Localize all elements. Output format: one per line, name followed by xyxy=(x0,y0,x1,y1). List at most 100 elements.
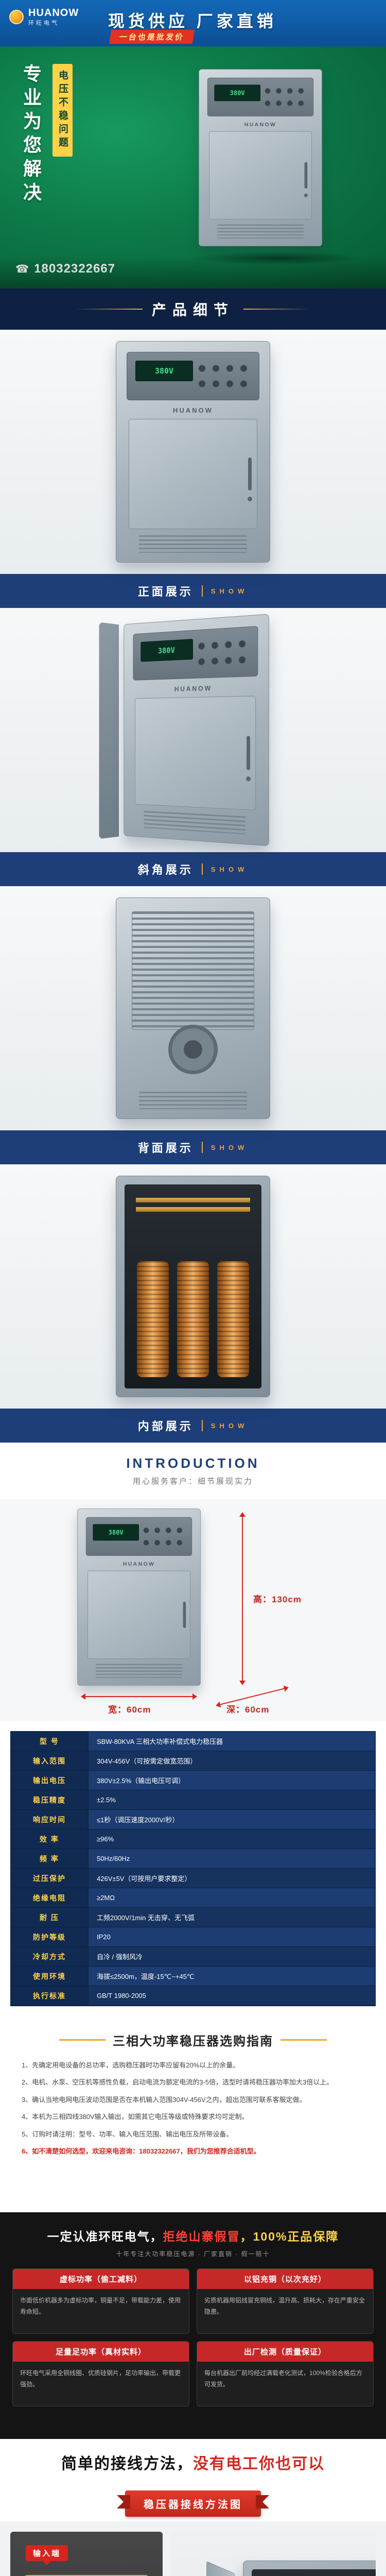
card-text: 劣质机器用铝线冒充铜线，温升高、损耗大，存在严重安全隐患。 xyxy=(197,2289,373,2333)
guide-ornament-right xyxy=(280,2039,327,2041)
wholesale-badge: 一台也是批发价 xyxy=(109,30,195,44)
caption-sub: SHOW xyxy=(211,1144,248,1151)
spec-value: ≥96% xyxy=(88,1829,375,1849)
terminal-closeup-photo: 输入端 输出端 xyxy=(10,2532,163,2576)
card-title: 以铝充铜（以次充好） xyxy=(197,2269,373,2289)
wiring-ribbon-row: 稳压器接线方法图 xyxy=(0,2485,386,2521)
control-panel: 380V xyxy=(86,1517,192,1556)
spec-value: SBW-80KVA 三相大功率补偿式电力稳压器 xyxy=(88,1732,375,1751)
door-handle xyxy=(183,1602,186,1628)
hero-headline: 专业为您解决 xyxy=(17,64,44,206)
door-lock xyxy=(246,776,251,782)
cabinet-door xyxy=(87,1571,190,1659)
hero-floor xyxy=(0,256,386,289)
table-row: 防护等级IP20 xyxy=(11,1927,375,1947)
introduction-subtitle: 用心服务客户：细节展现实力 xyxy=(133,1476,253,1486)
caption-divider xyxy=(202,585,203,597)
door-handle xyxy=(248,457,252,490)
guide-item-highlight: 6、如不清楚如何选型，欢迎来电咨询：18032322667，我们为您推荐合适机型… xyxy=(22,2145,364,2157)
photo-caption-back: 背面展示 SHOW xyxy=(0,1130,386,1164)
width-arrow xyxy=(82,1696,196,1697)
height-dimension-label: 高：130cm xyxy=(253,1592,302,1605)
spec-value: 426V±5V（可按用户要求整定） xyxy=(88,1869,375,1888)
cabinet-door xyxy=(129,419,257,529)
door-handle xyxy=(247,736,250,770)
guarantee-title: 一定认准环旺电气，拒绝山寨假冒，100%正品保障 xyxy=(12,2227,374,2244)
wiring-section-title: 简单的接线方法， 没有电工你也可以 xyxy=(0,2439,386,2485)
cabinet-interior xyxy=(125,1184,261,1388)
rear-vent-grid xyxy=(132,911,254,1030)
guide-item: 3、确认当地电网电压波动范围是否在本机输入范围304V-456V之内，超出范围可… xyxy=(22,2094,364,2106)
wiring-title-red: 没有电工你也可以 xyxy=(193,2451,325,2473)
spec-value: GB/T 1980-2005 xyxy=(88,1986,375,2006)
spec-value: 海拔≤2500m，温度-15℃~+45℃ xyxy=(88,1967,375,1986)
guarantee-subtitle: 十年专注大功率稳压电源 · 厂家直销 · 假一赔十 xyxy=(12,2249,374,2258)
spec-value: 304V-456V（可按需定做宽范围） xyxy=(88,1751,375,1771)
caption-text: 斜角展示 xyxy=(138,861,194,877)
brand-logo-text: HUANOW 环旺电气 xyxy=(28,7,79,27)
brand-logo-icon xyxy=(9,10,24,24)
spec-label: 使用环境 xyxy=(11,1967,88,1986)
spec-label: 绝缘电阻 xyxy=(11,1888,88,1908)
stabilizer-cabinet-internal xyxy=(116,1176,270,1397)
table-row: 过压保护426V±5V（可按用户要求整定） xyxy=(11,1869,375,1888)
cooling-fan xyxy=(168,1025,218,1074)
detail-section-banner: 产品细节 xyxy=(0,289,386,330)
caption-divider xyxy=(202,1142,203,1153)
photo-caption-internal: 内部展示 SHOW xyxy=(0,1409,386,1443)
guarantee-title-part3: ，100%正品保障 xyxy=(240,2230,339,2243)
wiring-title-black: 简单的接线方法， xyxy=(61,2451,193,2473)
lcd-display: 380V xyxy=(214,84,260,101)
lcd-value: 380V xyxy=(109,1529,124,1536)
lcd-value: 380V xyxy=(158,646,175,655)
hero-highlight: 电压不稳问题 xyxy=(52,64,73,157)
spec-label: 频 率 xyxy=(11,1849,88,1869)
spec-label: 输出电压 xyxy=(11,1771,88,1790)
guarantee-card: 出厂检测（质量保证） 每台机器出厂前均经过满载老化测试，100%检验合格后方可发… xyxy=(197,2341,374,2406)
buying-guide-section: 三相大功率稳压器选购指南 1、先确定用电设备的总功率，选购稳压器时功率应留有20… xyxy=(0,2016,386,2212)
wiring-photos-section: 输入端 输出端 xyxy=(0,2521,386,2576)
spec-label: 过压保护 xyxy=(11,1869,88,1888)
caption-sub: SHOW xyxy=(211,1422,248,1430)
caption-text: 背面展示 xyxy=(138,1139,194,1156)
caption-sub: SHOW xyxy=(211,866,248,873)
cabinet-door xyxy=(209,131,312,219)
control-panel: 380V xyxy=(207,78,313,116)
vent-grille xyxy=(139,1092,247,1109)
guarantee-section: 一定认准环旺电气，拒绝山寨假冒，100%正品保障 十年专注大功率稳压电源 · 厂… xyxy=(0,2212,386,2439)
copper-coil xyxy=(177,1261,209,1377)
product-photo-internal xyxy=(0,1164,386,1409)
wiring-ribbon-badge: 稳压器接线方法图 xyxy=(125,2490,261,2517)
cabinet-door xyxy=(135,696,256,810)
brand-name: HUANOW xyxy=(28,7,79,19)
guide-ornament-left xyxy=(59,2039,106,2041)
header-slogan: 现货供应 厂家直销 xyxy=(108,8,277,32)
vent-grille xyxy=(144,811,245,835)
depth-dimension-label: 深：60cm xyxy=(226,1702,269,1715)
hero-banner: 专业为您解决 电压不稳问题 380V HUANOW ☎ 18032322667 xyxy=(0,46,386,289)
card-text: 市面低价机器多为虚标功率，铜量不足，带载能力差，使用寿命短。 xyxy=(13,2289,189,2333)
table-row: 输入范围304V-456V（可按需定做宽范围） xyxy=(11,1751,375,1771)
panel-buttons xyxy=(195,361,252,392)
guarantee-card: 虚标功率（偷工减料） 市面低价机器多为虚标功率，铜量不足，带载能力差，使用寿命短… xyxy=(12,2268,189,2334)
product-photo-front: 380V HUANOW xyxy=(0,330,386,574)
width-dimension-label: 宽：60cm xyxy=(108,1702,151,1715)
copper-coil xyxy=(217,1261,249,1377)
table-row: 效 率≥96% xyxy=(11,1829,375,1849)
vent-grille xyxy=(96,1664,182,1678)
guarantee-card: 足量足功率（真材实料） 环旺电气采用全铜线圈、优质硅钢片，足功率输出，带载更强劲… xyxy=(12,2341,189,2406)
guarantee-cards: 虚标功率（偷工减料） 市面低价机器多为虚标功率，铜量不足，带载能力差，使用寿命短… xyxy=(12,2268,374,2406)
specs-section: 型 号SBW-80KVA 三相大功率补偿式电力稳压器 输入范围304V-456V… xyxy=(0,1721,386,2016)
card-title: 出厂检测（质量保证） xyxy=(197,2342,373,2362)
cabinet-interior xyxy=(252,2569,376,2576)
door-lock xyxy=(304,194,308,197)
height-arrow xyxy=(242,1514,243,1684)
table-row: 耐 压工频2000V/1min 无击穿、无飞弧 xyxy=(11,1908,375,1927)
spec-value: ≥2MΩ xyxy=(88,1888,375,1908)
spec-value: 工频2000V/1min 无击穿、无飞弧 xyxy=(88,1908,375,1927)
guide-item: 5、订购时请注明：型号、功率、输入电压范围、输出电压及所带设备。 xyxy=(22,2128,364,2140)
open-cabinet xyxy=(243,2561,376,2576)
panel-buttons xyxy=(262,84,307,109)
vent-grille xyxy=(139,535,247,553)
card-text: 环旺电气采用全铜线圈、优质硅钢片，足功率输出，带载更强劲。 xyxy=(13,2362,189,2406)
